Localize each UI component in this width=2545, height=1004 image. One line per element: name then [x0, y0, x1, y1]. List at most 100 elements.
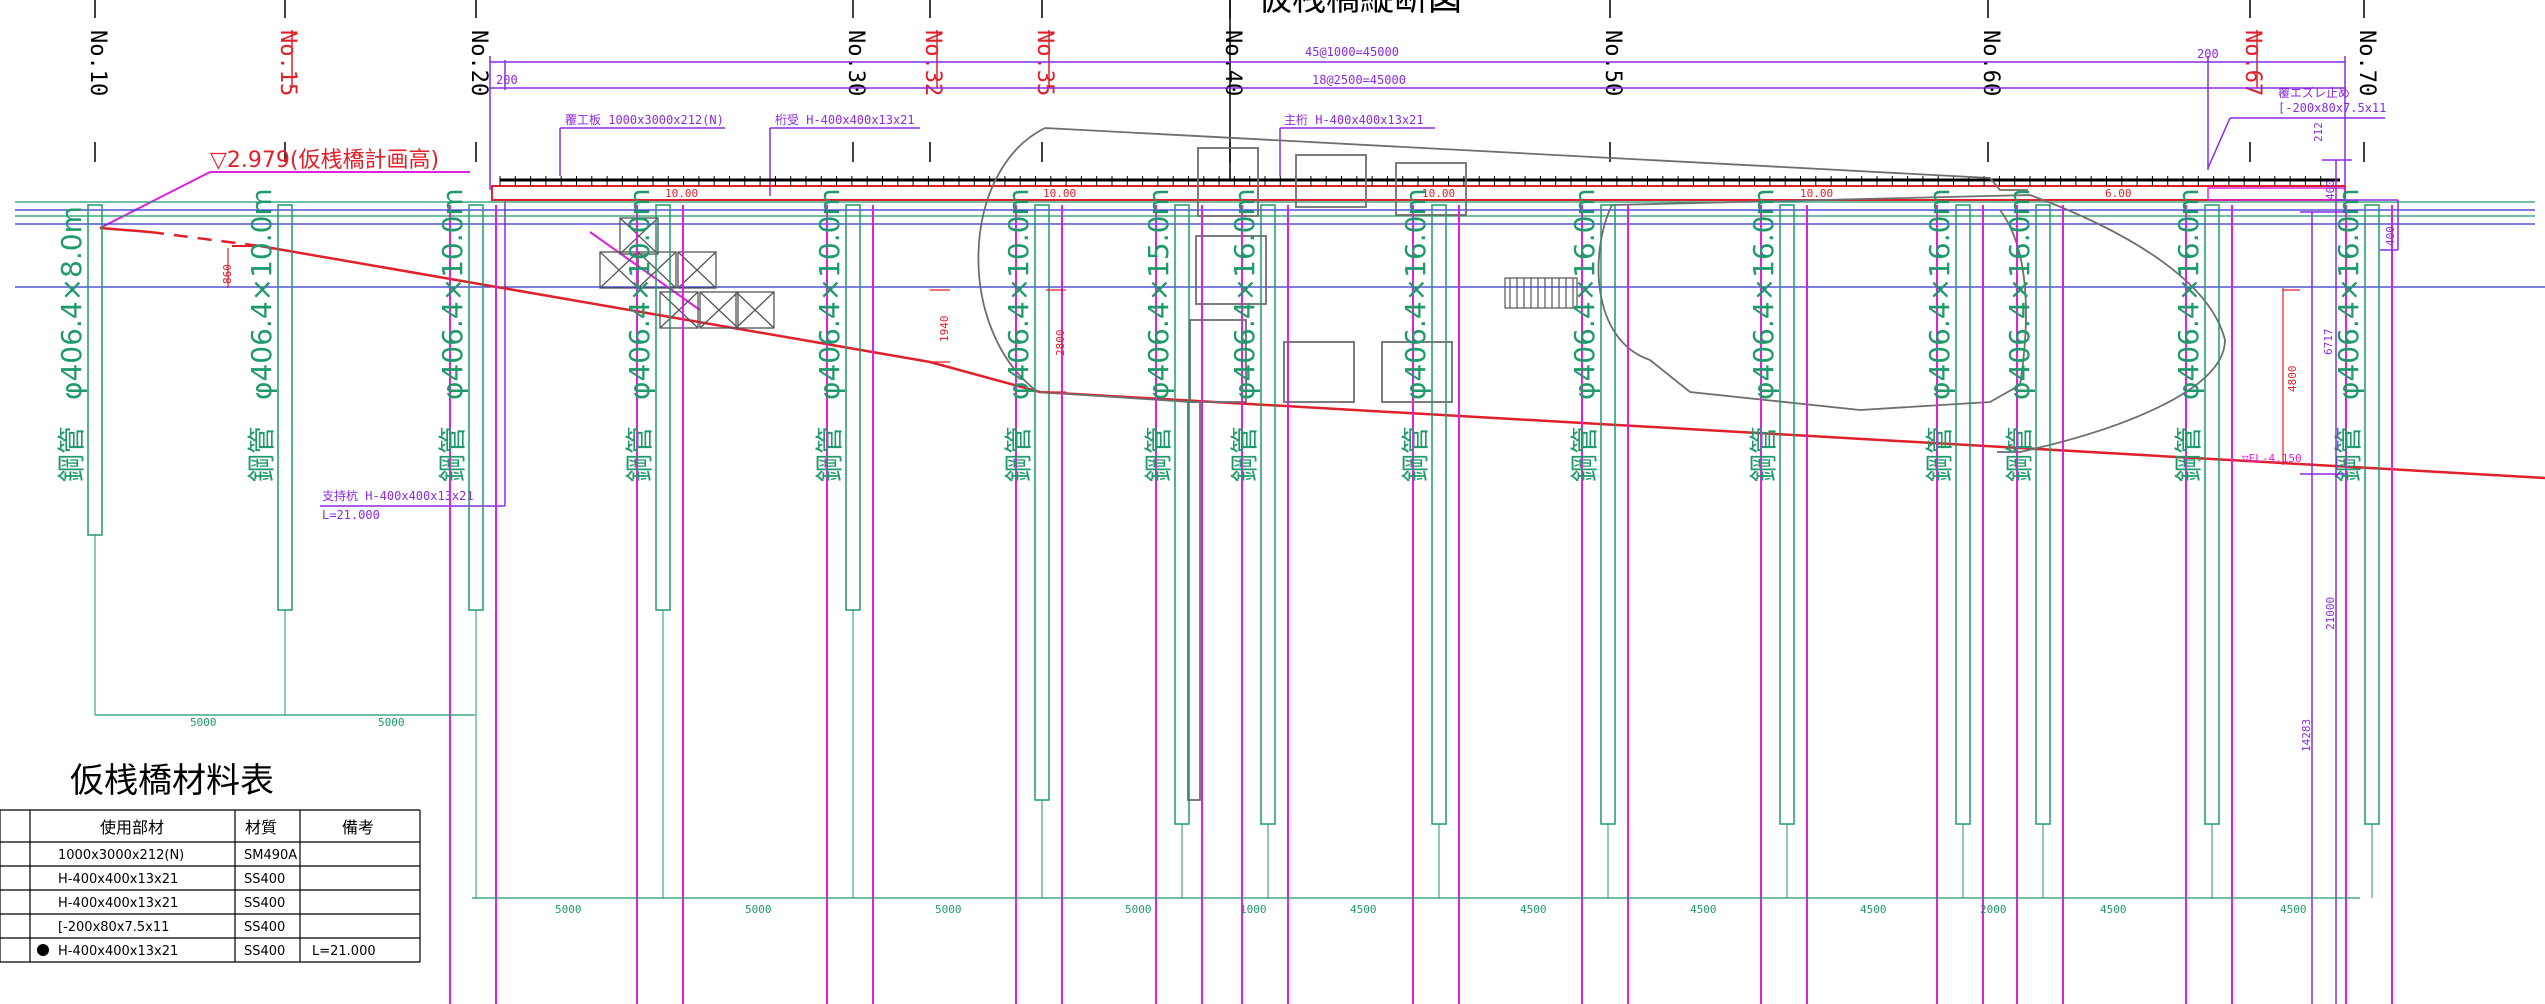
hatched-box	[659, 291, 699, 329]
table-cell-material: SS400	[244, 896, 285, 911]
table-cell-member: H-400x400x13x21	[58, 872, 178, 887]
top-dim-right: 200	[2197, 47, 2219, 61]
span-label: 10.00	[1800, 187, 1833, 200]
pile-body	[1034, 204, 1050, 801]
pile-material: 鋼管	[1228, 426, 1261, 482]
pile-material: 鋼管	[2332, 426, 2365, 482]
pile-diameter: φ406.4×16.0m	[2172, 188, 2205, 400]
design-level-label: ▽2.979(仮桟橋計画高)	[210, 148, 439, 173]
pile-group: φ406.4×8.0m 鋼管 φ406.4×10.0m 鋼管 φ406.4×10.0m 鋼…	[55, 188, 2393, 1004]
hatched-boxes	[599, 217, 775, 329]
pile-material: 鋼管	[2003, 426, 2036, 482]
pile-diameter: φ406.4×10.0m	[623, 188, 656, 400]
pile-diameter: φ406.4×16.0m	[2332, 188, 2365, 400]
steel-pipe-pile: φ406.4×16.0m 鋼管	[2003, 188, 2064, 1004]
grated-box	[1504, 277, 1578, 309]
station-label: No.50	[1600, 30, 1625, 96]
table-header-cell: 使用部材	[100, 818, 164, 837]
pile-diameter: φ406.4×16.0m	[1747, 188, 1780, 400]
dim-212: 212	[2312, 122, 2325, 142]
span-label: 10.00	[665, 187, 698, 200]
station-label: No.60	[1978, 30, 2003, 96]
steel-pipe-pile: φ406.4×16.0m 鋼管	[1747, 188, 1808, 1004]
station-label: No.30	[843, 30, 868, 96]
dim-2800: 2800	[1054, 330, 1067, 357]
span-label: 10.00	[1422, 187, 1455, 200]
bottom-dim-label: 2000	[1980, 903, 2007, 916]
bottom-dim-label: 5000	[745, 903, 772, 916]
table-cell-note: L=21.000	[312, 944, 376, 959]
bottom-dim-label: 4500	[1520, 903, 1547, 916]
pile-diameter: φ406.4×16.0m	[1228, 188, 1261, 400]
pile-diameter: φ406.4×10.0m	[245, 188, 278, 400]
steel-pipe-pile: φ406.4×16.0m 鋼管	[2172, 188, 2233, 1004]
station-label: No.67	[2240, 30, 2265, 96]
annotation-support-pile-1: 支持杭 H-400x400x13x21	[322, 488, 474, 503]
bottom-dim-label: 5000	[1125, 903, 1152, 916]
table-cell-material: SM490A	[244, 848, 297, 863]
annotation-shift-stopper-2: [-200x80x7.5x11	[2278, 101, 2386, 115]
reference-lines	[15, 201, 2545, 288]
pile-material: 鋼管	[436, 426, 469, 482]
pile-material: 鋼管	[1747, 426, 1780, 482]
pile-body	[468, 204, 484, 611]
pile-material: 鋼管	[1142, 426, 1175, 482]
pile-body	[1260, 204, 1276, 825]
pile-material: 鋼管	[1568, 426, 1601, 482]
dim-21000: 21000	[2324, 597, 2337, 630]
small-dims	[227, 248, 2300, 465]
dim-400b: 400	[2384, 226, 2397, 246]
pile-diameter: φ406.4×10.0m	[436, 188, 469, 400]
pile-material: 鋼管	[2172, 426, 2205, 482]
station-label: No.15	[275, 30, 300, 96]
annotation-girder-support: 桁受 H-400x400x13x21	[775, 113, 915, 127]
bottom-dim-label: 4500	[2280, 903, 2307, 916]
dim-860: 860	[221, 264, 234, 284]
bottom-dim-label: 5000	[190, 716, 217, 729]
pile-body	[277, 204, 293, 611]
pile-body	[845, 204, 861, 611]
pile-diameter: φ406.4×10.0m	[1002, 188, 1035, 400]
hatched-box	[735, 291, 775, 329]
bottom-dim-label: 5000	[555, 903, 582, 916]
pile-diameter: φ406.4×8.0m	[55, 206, 88, 400]
top-dim-overall-b: 18@2500=45000	[1312, 73, 1406, 87]
table-cell-material: SS400	[244, 920, 285, 935]
pile-body	[1955, 204, 1971, 825]
pile-diameter: φ406.4×16.0m	[1568, 188, 1601, 400]
ground-line	[99, 226, 2545, 480]
slope-line	[589, 231, 701, 311]
dim-14283: 14283	[2300, 719, 2313, 752]
bottom-dim-label: 4500	[1350, 903, 1377, 916]
table-cell-member: [-200x80x7.5x11	[58, 920, 169, 935]
pile-body	[2364, 204, 2380, 825]
annotation-shift-stopper-1: 覆エズレ止め	[2278, 85, 2350, 100]
station-label: No.35	[1032, 30, 1057, 96]
table-cell-member: H-400x400x13x21	[58, 944, 178, 959]
pile-material: 鋼管	[813, 426, 846, 482]
station-label: No.20	[466, 30, 491, 96]
bottom-dim-label: 4500	[1690, 903, 1717, 916]
pile-diameter: φ406.4×10.0m	[813, 188, 846, 400]
annotation-support-pile-2: L=21.000	[322, 508, 380, 522]
steel-pipe-pile: φ406.4×16.0m 鋼管	[1568, 188, 1629, 1004]
pile-body	[87, 204, 103, 536]
pile-body	[2035, 204, 2051, 825]
material-table: 使用部材材質備考1000x3000x212(N)SM490AH-400x400x…	[0, 809, 421, 963]
table-header-cell: 備考	[342, 818, 374, 837]
hatched-box	[619, 217, 659, 255]
pile-diameter: φ406.4×16.0m	[2003, 188, 2036, 400]
pile-diameter: φ406.4×16.0m	[1923, 188, 1956, 400]
steel-pipe-pile: φ406.4×16.0m 鋼管	[2332, 188, 2393, 1004]
pile-material: 鋼管	[55, 426, 88, 482]
steel-pipe-pile: φ406.4×10.0m 鋼管	[436, 188, 497, 1004]
pile-body	[655, 204, 671, 611]
pile-material: 鋼管	[623, 426, 656, 482]
pile-body	[1600, 204, 1616, 825]
table-header-cell: 材質	[245, 818, 277, 837]
